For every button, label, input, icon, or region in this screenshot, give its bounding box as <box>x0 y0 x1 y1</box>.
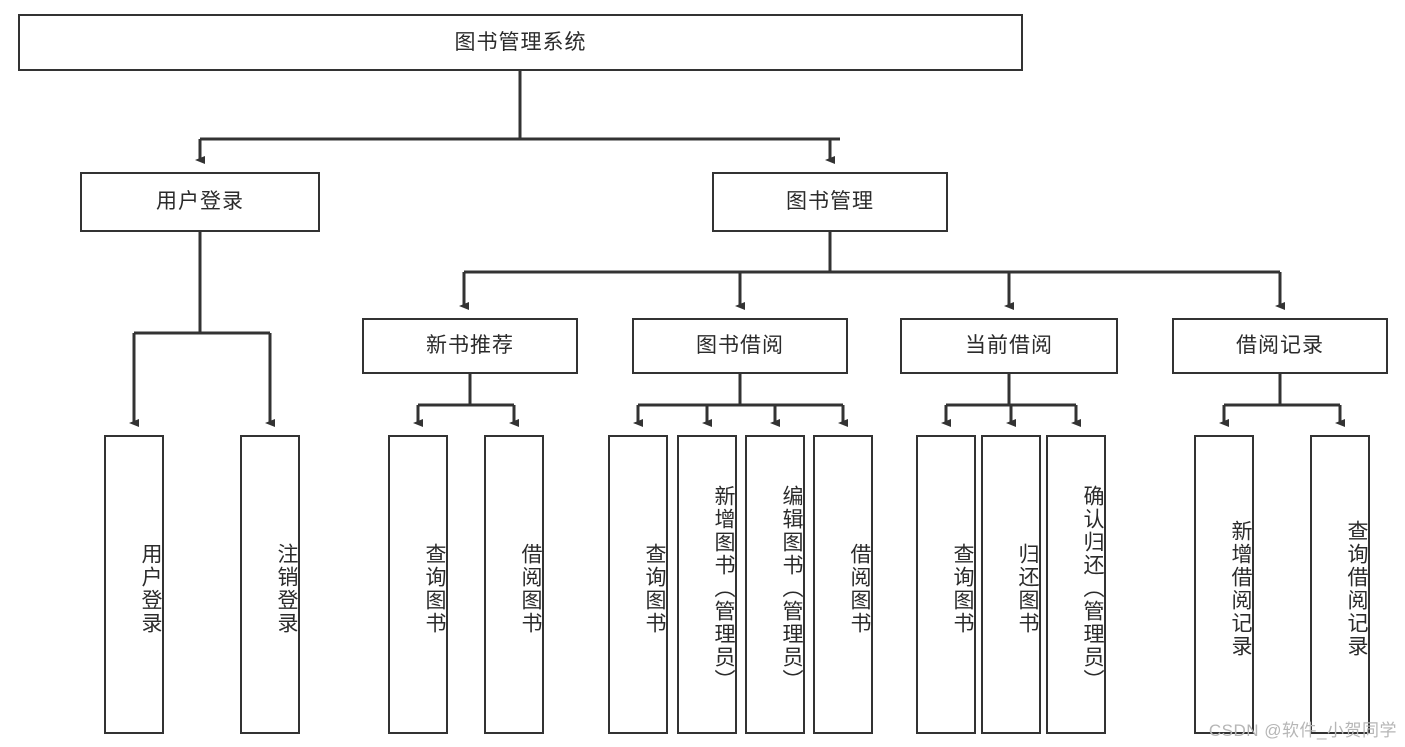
node-leaf-return-book-label: 归还图书 <box>1016 542 1039 635</box>
node-root[interactable]: 图书管理系统 <box>18 14 1023 71</box>
node-book-manage-label: 图书管理 <box>786 190 874 214</box>
node-book-borrow-label: 图书借阅 <box>696 334 784 358</box>
node-leaf-query-book-2[interactable]: 查询图书 <box>608 435 668 734</box>
node-leaf-query-book-3[interactable]: 查询图书 <box>916 435 976 734</box>
node-new-book-recommend-label: 新书推荐 <box>426 334 514 358</box>
node-leaf-logout-label: 注销登录 <box>275 542 298 635</box>
node-leaf-query-book-2-label: 查询图书 <box>643 542 666 635</box>
node-leaf-borrow-book-1-label: 借阅图书 <box>519 542 542 635</box>
node-leaf-logout[interactable]: 注销登录 <box>240 435 300 734</box>
csdn-watermark: CSDN @软件_小贺同学 <box>1208 721 1397 740</box>
node-leaf-user-login[interactable]: 用户登录 <box>104 435 164 734</box>
node-leaf-borrow-book-2-label: 借阅图书 <box>848 542 871 635</box>
node-leaf-query-book-3-label: 查询图书 <box>951 542 974 635</box>
node-leaf-add-record-label: 新增借阅记录 <box>1229 519 1252 658</box>
node-leaf-user-login-label: 用户登录 <box>139 542 162 635</box>
node-leaf-edit-book[interactable]: 编辑图书（管理员） <box>745 435 805 734</box>
node-current-borrow[interactable]: 当前借阅 <box>900 318 1118 374</box>
node-leaf-borrow-book-1[interactable]: 借阅图书 <box>484 435 544 734</box>
node-leaf-borrow-book-2[interactable]: 借阅图书 <box>813 435 873 734</box>
node-leaf-confirm-return-label: 确认归还（管理员） <box>1081 485 1104 692</box>
node-leaf-return-book[interactable]: 归还图书 <box>981 435 1041 734</box>
node-leaf-query-record-label: 查询借阅记录 <box>1345 519 1368 658</box>
node-root-label: 图书管理系统 <box>454 30 587 54</box>
node-user-login[interactable]: 用户登录 <box>80 172 320 232</box>
node-leaf-query-book-1-label: 查询图书 <box>423 542 446 635</box>
node-leaf-query-record[interactable]: 查询借阅记录 <box>1310 435 1370 734</box>
node-book-borrow[interactable]: 图书借阅 <box>632 318 848 374</box>
node-leaf-add-book[interactable]: 新增图书（管理员） <box>677 435 737 734</box>
node-borrow-record-label: 借阅记录 <box>1236 334 1324 358</box>
node-leaf-add-book-label: 新增图书（管理员） <box>712 485 735 692</box>
node-current-borrow-label: 当前借阅 <box>965 334 1053 358</box>
node-leaf-confirm-return[interactable]: 确认归还（管理员） <box>1046 435 1106 734</box>
node-leaf-query-book-1[interactable]: 查询图书 <box>388 435 448 734</box>
node-new-book-recommend[interactable]: 新书推荐 <box>362 318 578 374</box>
node-borrow-record[interactable]: 借阅记录 <box>1172 318 1388 374</box>
node-user-login-label: 用户登录 <box>156 190 244 214</box>
node-book-manage[interactable]: 图书管理 <box>712 172 948 232</box>
node-leaf-edit-book-label: 编辑图书（管理员） <box>780 485 803 692</box>
node-leaf-add-record[interactable]: 新增借阅记录 <box>1194 435 1254 734</box>
